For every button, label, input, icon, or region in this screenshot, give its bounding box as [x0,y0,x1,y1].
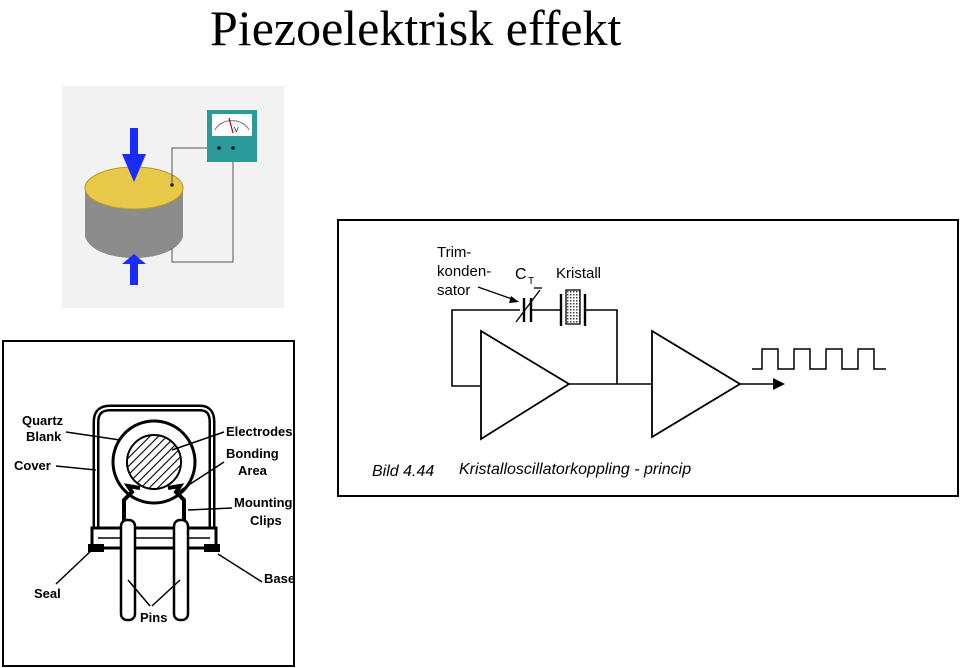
wire-top [171,147,219,185]
wire-bottom [171,148,234,263]
mounting-clip-left [122,483,141,528]
amplifier-1-icon [480,329,571,441]
page-title: Piezoelektrisk effekt [210,0,622,56]
label-electrodes: Electrodes [226,424,292,439]
label-bonding-2: Area [238,463,268,478]
trim-pointer [477,286,516,301]
pin-left [119,518,137,622]
label-mounting-1: Mounting [234,495,293,510]
label-ct-main: C [515,266,527,283]
output-arrow-icon [773,378,785,390]
label-bonding-1: Bonding [226,446,279,461]
label-seal: Seal [34,586,61,601]
label-quartz-1: Quartz [22,413,64,428]
label-trim-3: sator [437,282,470,299]
crystal-icon [559,289,587,326]
caption-number: Bild 4.44 [372,463,434,480]
label-mounting-2: Clips [250,513,282,528]
amplifier-2-icon [651,329,742,439]
oscillator-figure: Trim- konden- sator C T Kristall [337,219,959,497]
label-crystal: Kristall [556,265,601,282]
mounting-clip-right [167,483,186,528]
oscillator-frame [337,219,959,497]
feedback-wire-left [451,309,520,387]
piezo-figure: V [62,86,284,308]
leader-lines [55,431,263,607]
voltmeter-icon [207,110,257,162]
label-ct-sub: T [528,276,534,287]
voltmeter-unit-label: V [234,127,239,134]
label-base: Base [264,571,295,586]
force-arrow-down-icon [122,128,146,182]
label-trim-1: Trim- [437,244,471,261]
label-quartz-2: Blank [26,429,62,444]
pin-right [172,518,190,622]
caption-text: Kristalloscillatorkoppling - princip [459,461,691,478]
crystal-package-figure: Quartz Blank Cover Electrodes Bonding Ar… [2,340,295,667]
label-pins: Pins [140,610,167,625]
square-wave-signal [752,348,886,370]
label-trim-2: konden- [437,263,491,280]
feedback-wire-right [585,309,618,384]
label-cover: Cover [14,458,51,473]
force-arrow-up-icon [122,254,146,285]
electrode [126,434,182,490]
